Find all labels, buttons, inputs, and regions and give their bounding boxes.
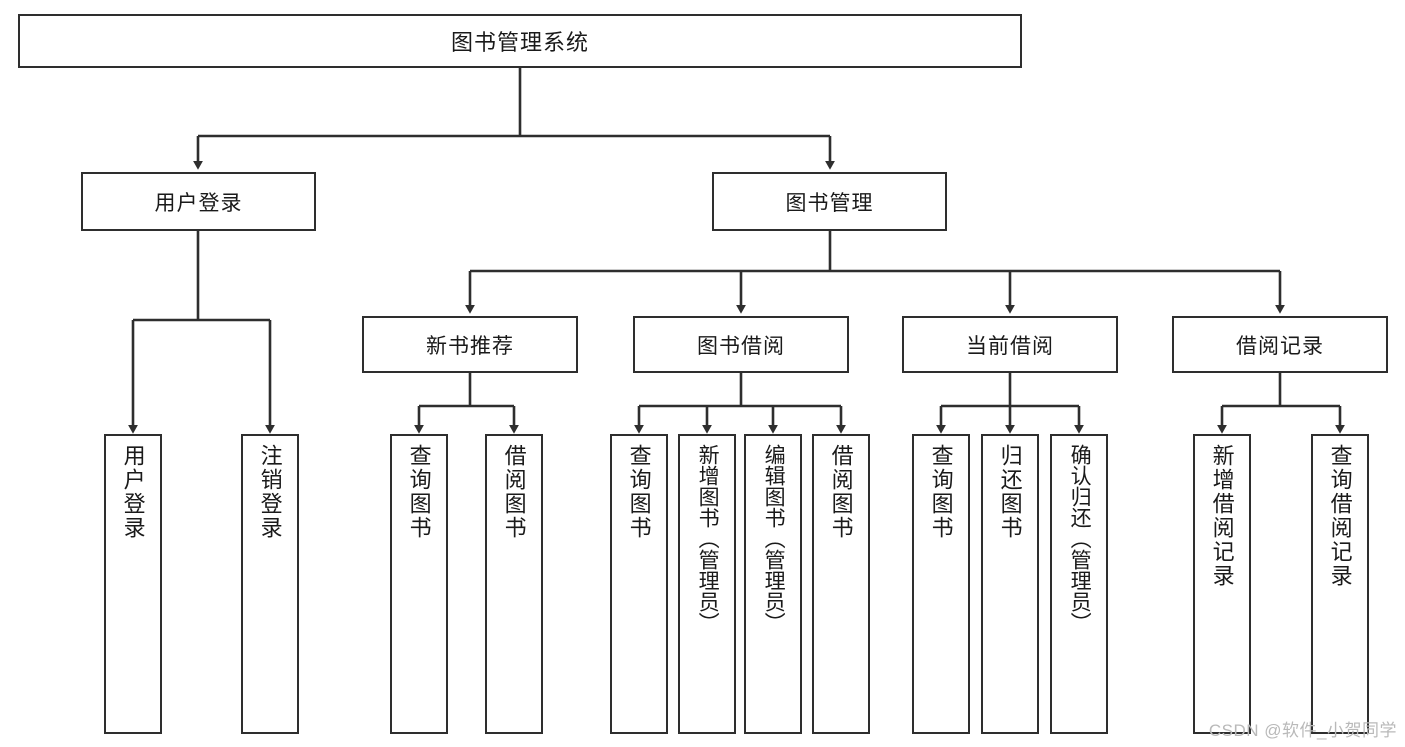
node-label: 归还图书	[997, 444, 1023, 540]
node-label: 新增借阅记录	[1209, 444, 1235, 588]
node-label: 图书管理	[785, 191, 874, 215]
node-borrowing-records[interactable]: 借阅记录	[1172, 316, 1388, 373]
leaf-user-login-sign-in[interactable]: 用户登录	[104, 434, 162, 734]
node-label: 编辑图书（管理员）	[762, 444, 786, 633]
node-current-borrowing[interactable]: 当前借阅	[902, 316, 1118, 373]
node-book-borrowing[interactable]: 图书借阅	[633, 316, 849, 373]
node-label: 用户登录	[120, 444, 146, 540]
node-label: 借阅图书	[828, 444, 854, 540]
node-label: 用户登录	[154, 191, 243, 215]
leaf-new-book-query-books[interactable]: 查询图书	[390, 434, 448, 734]
node-label: 确认归还（管理员）	[1068, 444, 1092, 633]
leaf-book-borrow-add-book-admin[interactable]: 新增图书（管理员）	[678, 434, 736, 734]
node-label: 新增图书（管理员）	[696, 444, 720, 633]
node-book-management-system[interactable]: 图书管理系统	[18, 14, 1022, 68]
node-user-login[interactable]: 用户登录	[81, 172, 316, 231]
node-label: 借阅记录	[1236, 334, 1324, 358]
node-label: 注销登录	[257, 444, 283, 540]
node-label: 当前借阅	[966, 334, 1054, 358]
leaf-current-borrow-query-books[interactable]: 查询图书	[912, 434, 970, 734]
leaf-book-borrow-edit-book-admin[interactable]: 编辑图书（管理员）	[744, 434, 802, 734]
leaf-book-borrow-borrow-books[interactable]: 借阅图书	[812, 434, 870, 734]
node-label: 查询借阅记录	[1327, 444, 1353, 588]
node-label: 查询图书	[626, 444, 652, 540]
node-label: 查询图书	[406, 444, 432, 540]
node-label: 图书借阅	[697, 334, 785, 358]
node-label: 新书推荐	[426, 334, 514, 358]
leaf-new-book-borrow-books[interactable]: 借阅图书	[485, 434, 543, 734]
leaf-current-borrow-return-books[interactable]: 归还图书	[981, 434, 1039, 734]
leaf-user-login-sign-out[interactable]: 注销登录	[241, 434, 299, 734]
leaf-book-borrow-query-books[interactable]: 查询图书	[610, 434, 668, 734]
node-label: 图书管理系统	[450, 30, 589, 55]
leaf-borrow-record-query-record[interactable]: 查询借阅记录	[1311, 434, 1369, 734]
node-new-book-recommendation[interactable]: 新书推荐	[362, 316, 578, 373]
csdn-watermark: CSDN @软件_小贺同学	[1208, 721, 1397, 740]
leaf-current-borrow-confirm-return-admin[interactable]: 确认归还（管理员）	[1050, 434, 1108, 734]
node-label: 借阅图书	[501, 444, 527, 540]
node-label: 查询图书	[928, 444, 954, 540]
leaf-borrow-record-add-record[interactable]: 新增借阅记录	[1193, 434, 1251, 734]
node-book-management[interactable]: 图书管理	[712, 172, 947, 231]
